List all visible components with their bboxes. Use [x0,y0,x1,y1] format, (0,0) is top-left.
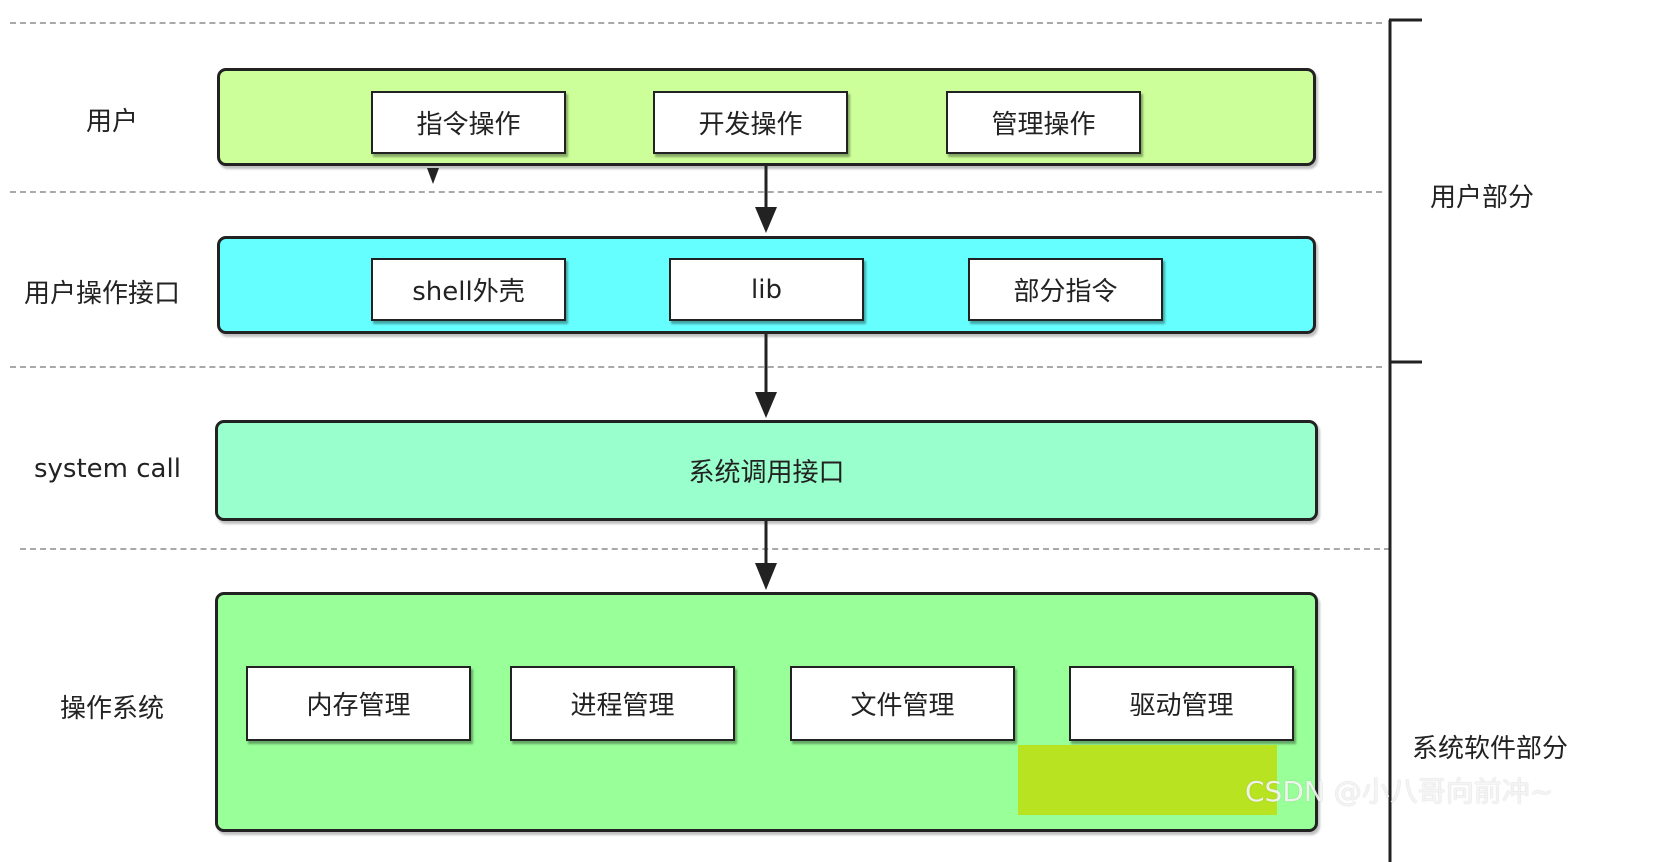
management-operation-box: 管理操作 [946,91,1141,154]
arrow-syscall-to-os [755,521,777,590]
file-management-box: 文件管理 [790,666,1015,741]
user-part-bracket [1388,18,1422,862]
syscall-layer-label: system call [34,454,181,484]
small-pointer-mark [427,168,439,184]
system-call-interface-text: 系统调用接口 [688,458,845,488]
lib-box: lib [669,258,864,321]
system-call-layer-box: 系统调用接口 [215,420,1318,521]
separator-line [10,191,1382,193]
os-layer-label: 操作系统 [60,694,165,724]
user-part-label: 用户部分 [1430,183,1535,213]
driver-management-box: 驱动管理 [1069,666,1294,741]
separator-line [10,366,1382,368]
user-layer-label: 用户 [86,107,139,137]
development-operation-box: 开发操作 [653,91,848,154]
memory-management-box: 内存管理 [246,666,471,741]
partial-commands-box: 部分指令 [968,258,1163,321]
process-management-box: 进程管理 [510,666,735,741]
interface-layer-label: 用户操作接口 [24,279,181,309]
watermark-background [1018,745,1277,815]
watermark-text: CSDN @小八哥向前冲~ [1245,775,1554,808]
arrow-user-to-interface [755,166,777,233]
command-operation-box: 指令操作 [371,91,566,154]
separator-line [20,548,1390,550]
arrow-interface-to-syscall [755,334,777,418]
system-software-part-label: 系统软件部分 [1412,734,1569,764]
separator-line [10,22,1382,24]
shell-box: shell外壳 [371,258,566,321]
